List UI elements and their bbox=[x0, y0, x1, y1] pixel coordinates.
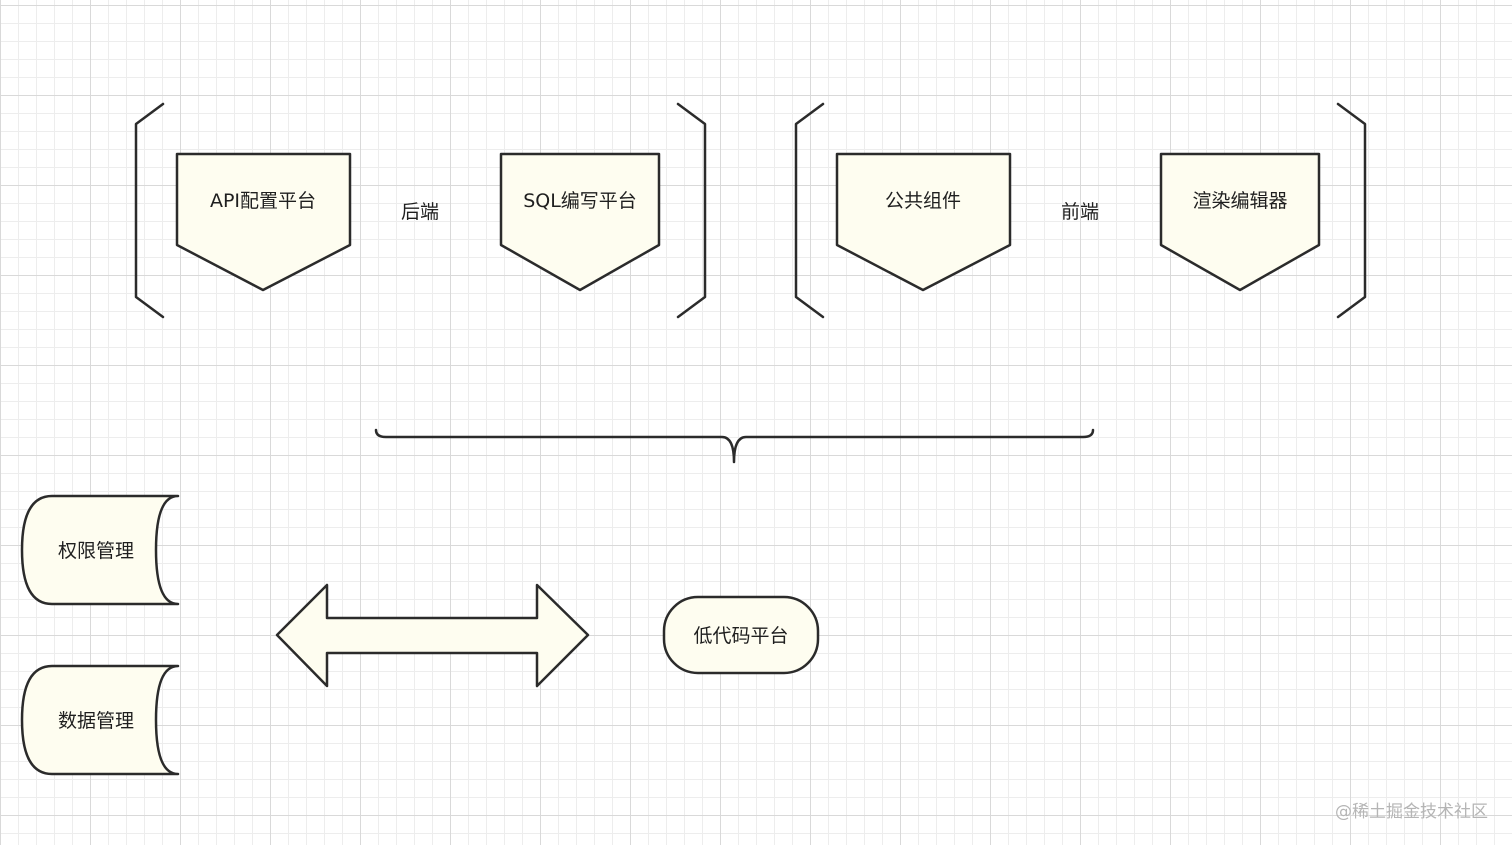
data-management-shape bbox=[20, 664, 180, 776]
render-editor-label: 渲染编辑器 bbox=[1192, 190, 1287, 212]
data-management-node: 数据管理 bbox=[20, 664, 180, 776]
api-config-platform-shape bbox=[175, 152, 352, 292]
combine-curly-brace bbox=[374, 428, 1095, 464]
frontend-group-left-bracket bbox=[794, 102, 825, 319]
data-management-label: 数据管理 bbox=[58, 710, 134, 732]
sql-editor-platform-node: SQL编写平台 bbox=[499, 152, 661, 292]
api-config-platform-node: API配置平台 bbox=[175, 152, 352, 292]
common-components-node: 公共组件 bbox=[835, 152, 1012, 292]
frontend-group-right-bracket bbox=[1336, 102, 1367, 319]
bidirectional-arrow bbox=[275, 583, 590, 688]
permission-management-node: 权限管理 bbox=[20, 494, 180, 606]
backend-group-label: 后端 bbox=[401, 201, 439, 223]
render-editor-node: 渲染编辑器 bbox=[1159, 152, 1321, 292]
api-config-platform-label: API配置平台 bbox=[210, 190, 316, 212]
watermark-text: @稀土掘金技术社区 bbox=[1335, 802, 1488, 822]
low-code-platform-label: 低代码平台 bbox=[693, 625, 788, 647]
common-components-shape bbox=[835, 152, 1012, 292]
sql-editor-platform-label: SQL编写平台 bbox=[523, 190, 637, 212]
low-code-platform-node: 低代码平台 bbox=[662, 595, 820, 675]
render-editor-shape bbox=[1159, 152, 1321, 292]
frontend-group-label: 前端 bbox=[1061, 201, 1099, 223]
backend-group-right-bracket bbox=[676, 102, 707, 319]
backend-group-left-bracket bbox=[134, 102, 165, 319]
sql-editor-platform-shape bbox=[499, 152, 661, 292]
permission-management-label: 权限管理 bbox=[58, 540, 134, 562]
low-code-platform-shape bbox=[662, 595, 820, 675]
common-components-label: 公共组件 bbox=[885, 190, 961, 212]
permission-management-shape bbox=[20, 494, 180, 606]
